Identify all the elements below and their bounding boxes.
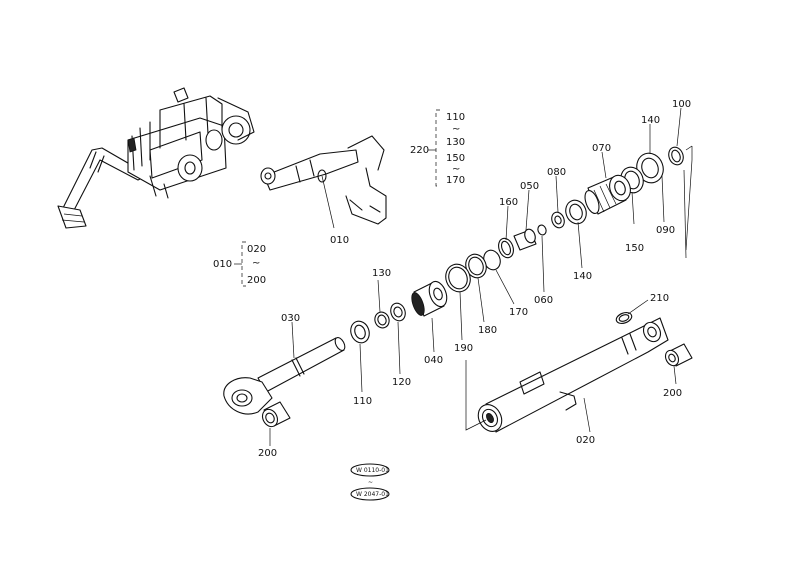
revision-stamps: W 0110-01 ~ W 2047-01 bbox=[350, 463, 390, 501]
callout-140-top: 140 bbox=[641, 115, 660, 126]
group-220-item-170: 170 bbox=[446, 175, 465, 186]
callout-110: 110 bbox=[353, 396, 372, 407]
callout-070: 070 bbox=[592, 143, 611, 154]
bushing-200-left bbox=[261, 401, 291, 428]
callout-050: 050 bbox=[520, 181, 539, 192]
callout-150: 150 bbox=[625, 243, 644, 254]
callout-130: 130 bbox=[372, 268, 391, 279]
callout-060: 060 bbox=[534, 295, 553, 306]
group-220-item-150: 150 bbox=[446, 153, 465, 164]
group-010-from: 020 bbox=[247, 244, 266, 255]
group-220-item-130: 130 bbox=[446, 137, 465, 148]
backhoe-tractor-illustration bbox=[57, 87, 255, 229]
group-220-tilde: ~ bbox=[452, 124, 460, 135]
group-010-tilde: ~ bbox=[252, 258, 260, 269]
bushing-200-right bbox=[664, 343, 693, 367]
leader-lines bbox=[269, 107, 682, 446]
callout-090: 090 bbox=[656, 225, 675, 236]
callout-170: 170 bbox=[509, 307, 528, 318]
callout-160: 160 bbox=[499, 197, 518, 208]
piston-rod-030 bbox=[223, 336, 346, 415]
cylinder-location-sketch bbox=[260, 135, 387, 229]
group-220-item-110: 110 bbox=[446, 112, 465, 123]
cylinder-tube-020 bbox=[465, 169, 687, 433]
callout-120: 120 bbox=[392, 377, 411, 388]
oring-210 bbox=[615, 312, 633, 324]
callout-210: 210 bbox=[650, 293, 669, 304]
callout-140-bottom: 140 bbox=[573, 271, 592, 282]
callout-010-top: 010 bbox=[330, 235, 349, 246]
callout-040: 040 bbox=[424, 355, 443, 366]
callout-100: 100 bbox=[672, 99, 691, 110]
stamp-lower-oval bbox=[350, 487, 390, 501]
callout-020: 020 bbox=[576, 435, 595, 446]
callout-190: 190 bbox=[454, 343, 473, 354]
group-220-tilde-2: ~ bbox=[452, 164, 460, 175]
stamp-tilde: ~ bbox=[368, 479, 373, 486]
stamp-lower-text: W 2047-01 bbox=[356, 491, 389, 498]
callout-030: 030 bbox=[281, 313, 300, 324]
group-220-bracket bbox=[428, 109, 440, 187]
stamp-upper-text: W 0110-01 bbox=[356, 467, 389, 474]
callout-200-left: 200 bbox=[258, 448, 277, 459]
stamp-upper-oval bbox=[350, 463, 390, 477]
callout-180: 180 bbox=[478, 325, 497, 336]
callout-080: 080 bbox=[547, 167, 566, 178]
group-010-to: 200 bbox=[247, 275, 266, 286]
callout-200-right: 200 bbox=[663, 388, 682, 399]
group-220-label: 220 bbox=[410, 145, 429, 156]
group-010-label: 010 bbox=[213, 259, 232, 270]
group-010-bracket bbox=[234, 241, 246, 287]
seal-kit-row bbox=[350, 145, 693, 344]
